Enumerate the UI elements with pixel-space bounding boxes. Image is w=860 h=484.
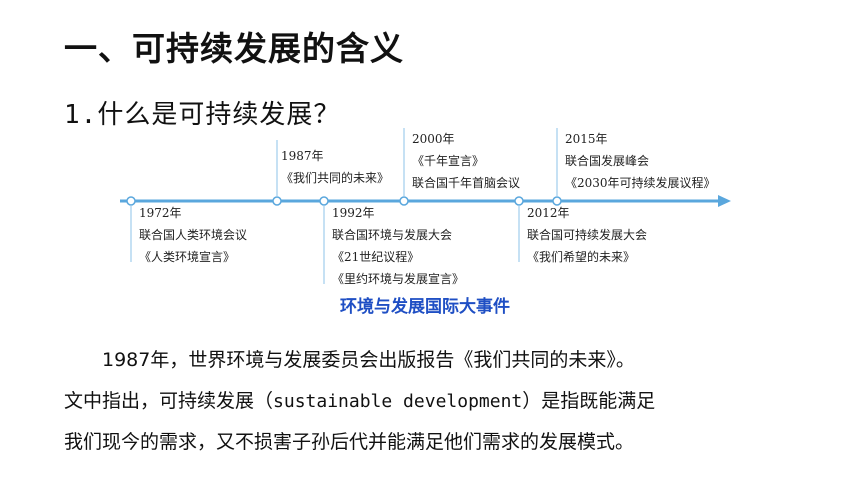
event-year: 2015年 xyxy=(565,132,608,146)
event-year: 1987年 xyxy=(281,149,324,163)
event-1987: 1987年 《我们共同的未来》 xyxy=(281,145,389,189)
paragraph-term-english: sustainable development xyxy=(273,391,523,412)
event-line: 《里约环境与发展宣言》 xyxy=(332,272,465,286)
event-1972: 1972年 联合国人类环境会议 《人类环境宣言》 xyxy=(139,202,247,268)
timeline-dot-1972 xyxy=(126,196,136,206)
timeline-caption-text: 环境与发展国际大事件 xyxy=(340,297,510,317)
event-line: 《2030年可持续发展议程》 xyxy=(565,176,716,190)
event-line: 《千年宣言》 xyxy=(412,154,485,168)
paragraph-line-2a: 文中指出，可持续发展（ xyxy=(64,390,274,412)
event-line: 《我们共同的未来》 xyxy=(281,171,390,185)
event-year: 1972年 xyxy=(139,206,182,220)
section-heading: 一、可持续发展的含义 xyxy=(64,29,404,68)
event-line: 联合国发展峰会 xyxy=(565,154,650,168)
event-2000: 2000年 《千年宣言》 联合国千年首脑会议 xyxy=(412,128,520,194)
event-line: 联合国可持续发展大会 xyxy=(527,228,648,242)
timeline-dot-1992 xyxy=(319,196,329,206)
event-line: 《我们希望的未来》 xyxy=(527,250,636,264)
paragraph-line-3-text: 我们现今的需求，又不损害子孙后代并能满足他们需求的发展模式。 xyxy=(64,431,635,453)
event-1992: 1992年 联合国环境与发展大会 《21世纪议程》 《里约环境与发展宣言》 xyxy=(332,202,464,290)
event-year: 2012年 xyxy=(527,206,570,220)
event-line: 联合国千年首脑会议 xyxy=(412,176,521,190)
timeline-arrowhead xyxy=(718,195,731,207)
subheading: 1.什么是可持续发展？ xyxy=(64,94,340,131)
event-2012: 2012年 联合国可持续发展大会 《我们希望的未来》 xyxy=(527,202,647,268)
event-line: 联合国环境与发展大会 xyxy=(332,228,453,242)
event-year: 2000年 xyxy=(412,132,455,146)
event-line: 《21世纪议程》 xyxy=(332,250,420,264)
paragraph-line-3: 我们现今的需求，又不损害子孙后代并能满足他们需求的发展模式。 xyxy=(64,422,784,463)
event-year: 1992年 xyxy=(332,206,375,220)
paragraph-line-1: 1987年，世界环境与发展委员会出版报告《我们共同的未来》。 xyxy=(64,340,784,381)
paragraph-line-2c: ）是指既能满足 xyxy=(522,390,656,412)
paragraph-line-2: 文中指出，可持续发展（sustainable development）是指既能满… xyxy=(64,381,784,422)
event-2015: 2015年 联合国发展峰会 《2030年可持续发展议程》 xyxy=(565,128,716,194)
subheading-number: 1. xyxy=(64,100,98,130)
body-paragraph: 1987年，世界环境与发展委员会出版报告《我们共同的未来》。 文中指出，可持续发… xyxy=(64,340,784,463)
timeline-dot-2012 xyxy=(514,196,524,206)
timeline-dot-1987 xyxy=(272,196,282,206)
paragraph-line-1-text: 1987年，世界环境与发展委员会出版报告《我们共同的未来》。 xyxy=(102,349,635,371)
subheading-text: 什么是可持续发展？ xyxy=(97,100,341,130)
timeline-caption: 环境与发展国际大事件 xyxy=(0,292,860,317)
event-line: 《人类环境宣言》 xyxy=(139,250,236,264)
event-line: 联合国人类环境会议 xyxy=(139,228,248,242)
